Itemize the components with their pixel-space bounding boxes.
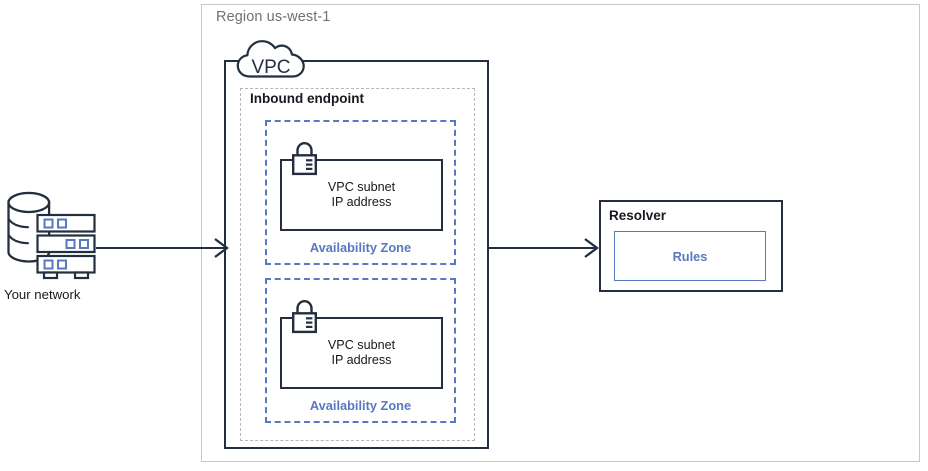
vpc-subnet-text-2: VPC subnet IP address	[282, 338, 441, 368]
vpc-subnet-line2: IP address	[331, 195, 392, 209]
padlock-icon	[290, 141, 319, 177]
vpc-cloud-text: VPC	[251, 57, 290, 78]
arrow-network-to-vpc	[96, 238, 229, 258]
availability-zone-label-1: Availability Zone	[309, 240, 412, 255]
padlock-icon	[290, 299, 319, 335]
your-network-label: Your network	[4, 287, 81, 302]
arrow-vpc-to-resolver	[488, 238, 599, 258]
availability-zone-1: VPC subnet IP address Availability Zone	[265, 120, 456, 265]
resolver-label: Resolver	[609, 208, 667, 223]
vpc-cloud-icon: VPC	[236, 36, 308, 82]
inbound-endpoint-container	[240, 88, 475, 441]
vpc-subnet-text-1: VPC subnet IP address	[282, 180, 441, 210]
region-label: Region us-west-1	[216, 9, 331, 25]
rules-label: Rules	[672, 249, 708, 264]
vpc-subnet-line1: VPC subnet	[327, 338, 396, 352]
vpc-subnet-line1: VPC subnet	[327, 180, 396, 194]
inbound-endpoint-label: Inbound endpoint	[250, 91, 364, 106]
rules-box	[614, 231, 766, 281]
vpc-subnet-line2: IP address	[331, 353, 392, 367]
database-servers-icon	[6, 190, 104, 282]
availability-zone-label-2: Availability Zone	[309, 398, 412, 413]
availability-zone-2: VPC subnet IP address Availability Zone	[265, 278, 456, 423]
